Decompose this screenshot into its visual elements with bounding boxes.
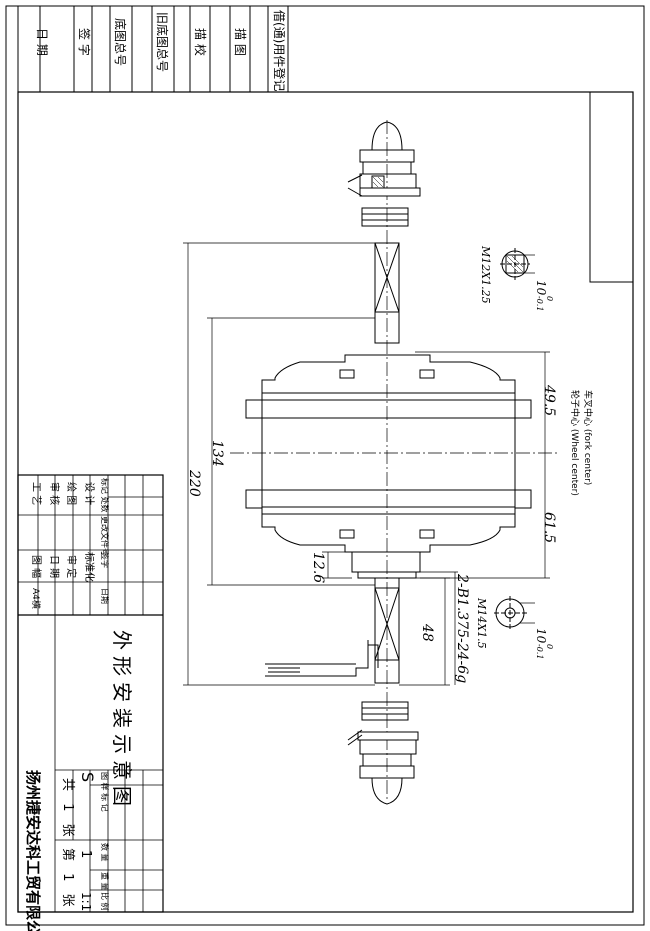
top-strip: 借(通)用件登记 描 图 描 校 旧底图总号 底图总号 签 字 日 期 [17,6,289,92]
stage-label: 图 样 标 记 [100,772,110,812]
tb-c1-1: 审 核 [48,482,61,505]
dim-m12: M12X1.25 [479,245,492,304]
tb-c2-4: 更改文件号 [100,516,110,556]
dim-m14: M14X1.5 [475,597,488,649]
strip-cell-4: 底图总号 [113,18,128,66]
tol-top-up: 0 [545,296,554,301]
note-fork: 车叉中心 (fork center) [582,390,594,485]
tb-c1-4: 标记 处数 [100,478,110,513]
tb-c1-3: 设 计 [83,482,96,505]
dim-61-5: 61.5 [541,512,557,543]
motor-drawing [183,120,560,805]
dim-thread: 2-B1.375-24-6g [454,573,470,683]
right-box [589,91,634,283]
weight-label: 数 量 [100,843,110,862]
strip-cell-1: 描 图 [233,28,247,56]
dim-134: 134 [209,440,225,467]
tol-bot-up: 0 [545,644,554,649]
strip-cell-5: 签 字 [77,28,92,56]
strip-cell-2: 描 校 [193,28,208,56]
stage-value: S [78,772,97,782]
tol-top: 10 [534,280,548,296]
tol-top-dn: -0.1 [535,296,544,311]
tb-c3-0: 图 幅 [30,555,43,578]
dim-220: 220 [186,469,202,497]
tb-c1-0: 工 艺 [30,482,42,505]
sheet-num: 第 1 张 [60,848,75,911]
tol-bot-dn: -0.1 [535,644,544,659]
dim-49-5: 49.5 [541,384,557,416]
company-name: 扬州捷安达科工贸有限公司 [24,770,42,931]
tb-c3-2: 审 定 [65,555,78,578]
weight-value: 1 [78,850,93,858]
frame-outer [5,5,645,926]
note-wheel: 轮子中心 (Wheel center) [569,390,581,496]
scale-value: 1:1 [79,892,93,911]
tb-c3-3: 标准化 [83,552,96,582]
scale-header: 重 量 [100,872,110,891]
tb-c3-4: 签字 [100,552,110,568]
scale-label: 比 例 [100,892,110,911]
strip-cell-3: 旧底图总号 [155,12,170,72]
drawing-title: 外形安装示意图 [110,630,134,812]
tol-bot: 10 [534,628,548,644]
dim-48: 48 [419,623,435,642]
strip-cell-6: 日 期 [35,28,49,56]
title-block [17,474,164,913]
tb-c4-4: 日期 [100,588,109,604]
tb-c3-1: 日 期 [48,555,60,578]
tb-c4-0: A4横 [30,588,42,609]
sheets-total: 共 1 张 [60,778,75,841]
tb-c1-2: 绘 图 [65,482,78,505]
strip-cell-0: 借(通)用件登记 [272,10,287,91]
dim-12-6: 12.6 [310,552,326,583]
